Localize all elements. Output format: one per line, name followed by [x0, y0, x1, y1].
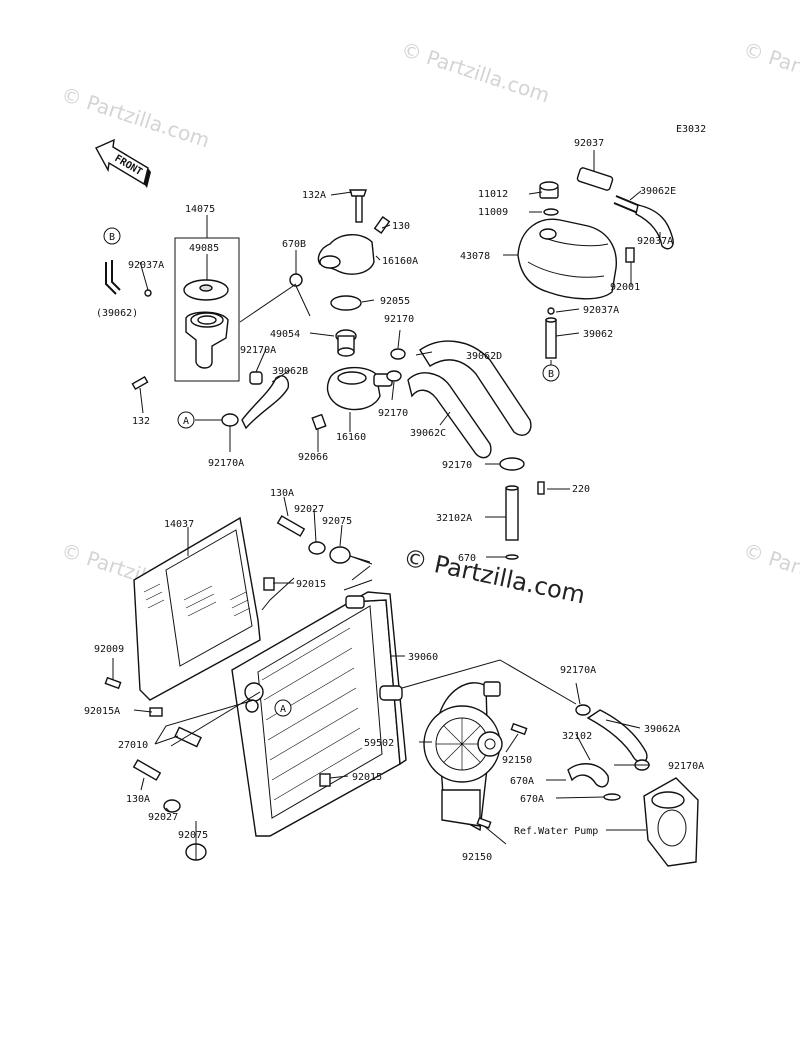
water-pump-cover	[575, 704, 699, 867]
part-label: 92037A	[128, 260, 164, 271]
part-label: (39062)	[96, 308, 138, 319]
part-label: 670A	[510, 776, 534, 787]
part-label: 132A	[302, 190, 326, 201]
part-label: 670B	[282, 239, 306, 250]
part-label: 92001	[610, 282, 640, 293]
part-label: 14037	[164, 519, 194, 530]
part-label: 92075	[322, 516, 352, 527]
part-label: 92037A	[583, 305, 619, 316]
part-label: 27010	[118, 740, 148, 751]
part-label: 92027	[148, 812, 178, 823]
part-label: 49054	[270, 329, 300, 340]
part-label: 132	[132, 416, 150, 427]
part-label: 92037	[574, 138, 604, 149]
part-label: 220	[572, 484, 590, 495]
part-label: 92015A	[84, 706, 120, 717]
part-label: 59502	[364, 738, 394, 749]
part-label: 130	[392, 221, 410, 232]
svg-text:B: B	[548, 369, 554, 380]
part-label: 670	[458, 553, 476, 564]
part-label: 39062D	[466, 351, 502, 362]
watermark: © Partzilla.com	[740, 538, 800, 609]
part-label: 39062E	[640, 186, 676, 197]
thermostat-housing	[221, 189, 406, 431]
part-label: 92170	[378, 408, 408, 419]
part-label: 92027	[294, 504, 324, 515]
part-label: 92055	[380, 296, 410, 307]
part-label: 11009	[478, 207, 508, 218]
part-label: 92075	[178, 830, 208, 841]
part-label: 43078	[460, 251, 490, 262]
part-label: 39062C	[410, 428, 446, 439]
part-label: 92037A	[637, 236, 673, 247]
part-label: 39062A	[644, 724, 680, 735]
part-label: 92170A	[668, 761, 704, 772]
front-arrow-icon: FRONT	[95, 138, 151, 188]
part-label: 16160A	[382, 256, 418, 267]
part-label: 92066	[298, 452, 328, 463]
part-label: 92170	[384, 314, 414, 325]
hoses	[241, 340, 648, 788]
radiator-screen	[104, 516, 261, 717]
part-label: 92170A	[208, 458, 244, 469]
part-label: 32102A	[436, 513, 472, 524]
part-label: 92150	[462, 852, 492, 863]
ref-callout-a-radiator: A	[274, 699, 292, 717]
radiator-core	[231, 591, 407, 837]
part-label: 16160	[336, 432, 366, 443]
part-label: Ref.Water Pump	[514, 826, 598, 837]
part-label: 92170	[442, 460, 472, 471]
part-label: 39062B	[272, 366, 308, 377]
svg-text:B: B	[109, 232, 115, 243]
part-label: 14075	[185, 204, 215, 215]
reservoir-tank	[517, 167, 674, 359]
ref-callout-b-right: B	[542, 364, 560, 382]
part-label: 670A	[520, 794, 544, 805]
part-label: 92015	[296, 579, 326, 590]
svg-text:A: A	[280, 704, 286, 715]
diagram-code: E3032	[676, 124, 706, 135]
part-label: 92170A	[560, 665, 596, 676]
ref-callout-b-top: B	[103, 227, 121, 245]
watermark-center: © Partzilla.com	[401, 543, 588, 609]
part-label: 32102	[562, 731, 592, 742]
part-label: 92150	[502, 755, 532, 766]
part-label: 39062	[583, 329, 613, 340]
part-label: 11012	[478, 189, 508, 200]
part-label: 92009	[94, 644, 124, 655]
part-label: 39060	[408, 652, 438, 663]
watermark: © Partzilla.com	[398, 37, 552, 108]
part-label: 92015	[352, 772, 382, 783]
watermark: © Partzilla.com	[740, 37, 800, 108]
svg-text:A: A	[183, 416, 189, 427]
part-label: 49085	[189, 243, 219, 254]
part-label: 92170A	[240, 345, 276, 356]
ref-callout-a-left: A	[177, 411, 195, 429]
leader-lines	[112, 150, 661, 860]
part-label: 130A	[270, 488, 294, 499]
part-label: 130A	[126, 794, 150, 805]
pipe-32102A	[499, 457, 545, 560]
part-labels: 92037 39062E 11012 11009 43078 92037A 92…	[84, 138, 704, 863]
watermark: © Partzilla.com	[58, 82, 212, 153]
radiator-fan	[423, 681, 528, 832]
